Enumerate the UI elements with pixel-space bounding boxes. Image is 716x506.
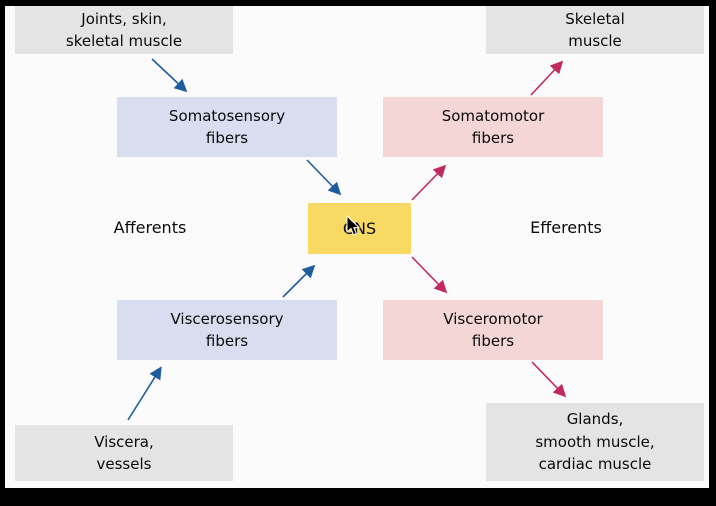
box-somatosensory-fibers: Somatosensory fibers bbox=[117, 97, 337, 157]
arrow-cns-to-somatomotor bbox=[411, 164, 447, 201]
frame-border-right bbox=[709, 0, 716, 506]
arrow-somatosensory-to-cns bbox=[306, 159, 342, 196]
box-glands-smooth-cardiac: Glands, smooth muscle, cardiac muscle bbox=[486, 403, 704, 481]
box-visceromotor-fibers: Visceromotor fibers bbox=[383, 300, 603, 360]
box-viscera-vessels: Viscera, vessels bbox=[15, 425, 233, 481]
box-somatomotor-fibers: Somatomotor fibers bbox=[383, 97, 603, 157]
frame-border-bottom bbox=[0, 488, 716, 506]
arrow-joints-to-somatosensory bbox=[151, 58, 188, 93]
arrow-viscerosensory-to-cns bbox=[282, 264, 316, 298]
box-skeletal-muscle: Skeletal muscle bbox=[486, 6, 704, 54]
arrow-viscera-to-viscerosensory bbox=[127, 366, 162, 421]
label-afferents: Afferents bbox=[113, 217, 187, 237]
arrow-somatomotor-to-skeletal bbox=[530, 60, 564, 96]
box-cns: CNS bbox=[308, 203, 411, 254]
box-joints-skin: Joints, skin, skeletal muscle bbox=[15, 6, 233, 54]
arrow-visceromotor-to-glands bbox=[531, 361, 567, 398]
box-viscerosensory-fibers: Viscerosensory fibers bbox=[117, 300, 337, 360]
arrow-cns-to-visceromotor bbox=[411, 256, 448, 294]
label-efferents: Efferents bbox=[530, 217, 602, 237]
frame-border-top bbox=[0, 0, 716, 6]
frame-border-left bbox=[0, 0, 5, 506]
